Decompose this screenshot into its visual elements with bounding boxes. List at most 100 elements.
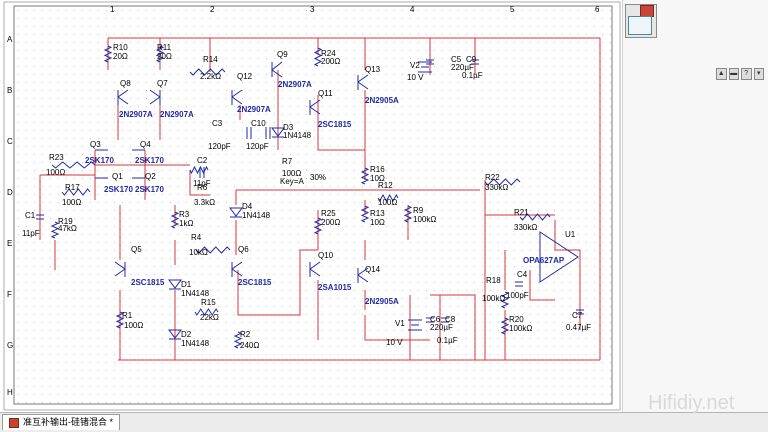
component-ref: C10 xyxy=(251,119,266,128)
border-letter: D xyxy=(7,188,13,197)
monitor-icon[interactable] xyxy=(628,16,652,35)
component-value: 100kΩ xyxy=(509,324,532,333)
watermark: Hifidiy.net xyxy=(648,392,735,414)
component-ref: R17 xyxy=(65,183,80,192)
component-value: 2N2907A xyxy=(119,110,153,119)
component-value: 2N2905A xyxy=(365,96,399,105)
resistor-symbols xyxy=(50,45,551,349)
component-ref: Q6 xyxy=(238,245,249,254)
component-ref: R4 xyxy=(191,233,202,242)
component-value: 2N2907A xyxy=(160,110,194,119)
component-value: 20Ω xyxy=(113,52,128,61)
right-side-panel xyxy=(622,0,768,412)
component-ref: Q3 xyxy=(90,140,101,149)
component-ref: C1 xyxy=(25,211,36,220)
component-value: 0.47µF xyxy=(566,323,591,332)
component-value: 2SK170 xyxy=(135,156,164,165)
component-ref: R15 xyxy=(201,298,216,307)
component-value: 2N2905A xyxy=(365,297,399,306)
resistor-symbol xyxy=(403,205,413,223)
resistor-symbol xyxy=(360,205,370,223)
component-ref: R21 xyxy=(514,208,529,217)
component-ref: R11 xyxy=(157,43,172,52)
component-ref: Q1 xyxy=(112,172,123,181)
component-value: 2SA1015 xyxy=(318,283,352,292)
component-ref: R7 xyxy=(282,157,293,166)
diode-d1 xyxy=(168,279,182,290)
component-value: 10Ω xyxy=(370,174,385,183)
component-ref: D2 xyxy=(181,330,192,339)
component-ref: C7 xyxy=(572,311,583,320)
transistor-q9 xyxy=(271,61,283,78)
pdf-icon[interactable]: ▲ xyxy=(716,68,727,80)
component-value: 2SK170 xyxy=(135,185,164,194)
component-value: 2SC1815 xyxy=(318,120,352,129)
component-ref: Q8 xyxy=(120,79,131,88)
component-ref: Q10 xyxy=(318,251,334,260)
resistor-symbol xyxy=(51,161,96,169)
component-value: 1N4148 xyxy=(283,131,312,140)
component-value: 120pF xyxy=(208,142,231,151)
component-value: 10 V xyxy=(386,338,403,347)
component-ref: Q11 xyxy=(318,89,333,98)
transistor-q8 xyxy=(117,89,129,105)
component-value: OPA627AP xyxy=(523,256,565,265)
component-value: 100Ω xyxy=(62,198,81,207)
diode-d2 xyxy=(168,329,182,340)
component-value: 1N4148 xyxy=(242,211,271,220)
component-ref: R18 xyxy=(486,276,501,285)
component-value: 2.2kΩ xyxy=(200,72,221,81)
component-ref: Q9 xyxy=(277,50,288,59)
resistor-symbol xyxy=(500,317,510,335)
transistor-q13 xyxy=(357,74,369,90)
component-ref: Q5 xyxy=(131,245,142,254)
tab-label: 准互补输出-硅锗混合 * xyxy=(23,417,114,427)
component-ref: V1 xyxy=(395,319,405,328)
component-ref: C2 xyxy=(197,156,208,165)
component-value: 1N4148 xyxy=(181,339,210,348)
resistor-symbol xyxy=(233,331,243,349)
battery-v1 xyxy=(408,319,422,331)
component-value: 20Ω xyxy=(157,52,172,61)
component-ref: R20 xyxy=(509,315,524,324)
component-ref: D3 xyxy=(283,123,294,132)
pot-setting: 30% xyxy=(310,173,326,182)
border-letter: G xyxy=(7,341,13,350)
component-value: 10kΩ xyxy=(189,248,208,257)
cap-c7 xyxy=(576,309,584,315)
tab-schematic[interactable]: 准互补输出-硅锗混合 * xyxy=(2,414,121,430)
resistor-symbol xyxy=(170,211,180,229)
border-letter: F xyxy=(7,290,12,299)
opamp-u1 xyxy=(539,231,579,283)
component-ref: R1 xyxy=(122,311,133,320)
border-letter: E xyxy=(7,239,12,248)
component-ref: R10 xyxy=(113,43,128,52)
resistor-symbol xyxy=(103,45,113,63)
component-ref: Q12 xyxy=(237,72,253,81)
resistor-symbol xyxy=(50,221,60,239)
border-letter: C xyxy=(7,137,13,146)
component-value: 2SC1815 xyxy=(131,278,165,287)
component-ref: Q13 xyxy=(365,65,381,74)
component-ref: R16 xyxy=(370,165,385,174)
resistor-symbol xyxy=(484,178,521,186)
border-number: 4 xyxy=(410,5,415,14)
chevron-down-icon[interactable]: ▾ xyxy=(753,68,764,80)
component-value: 11pF xyxy=(22,229,40,238)
component-value: 100Ω xyxy=(124,321,143,330)
resistor-symbol xyxy=(500,291,510,309)
cap-c3-c10 xyxy=(246,127,271,139)
diode-d4 xyxy=(229,207,243,218)
component-ref: R3 xyxy=(179,210,190,219)
export-icon[interactable]: ▬ xyxy=(728,68,739,80)
component-ref: R19 xyxy=(58,217,73,226)
component-value: 3.3kΩ xyxy=(194,198,215,207)
component-ref: U1 xyxy=(565,230,576,239)
resistor-symbol xyxy=(155,45,165,63)
border-column-labels: 1 2 3 4 5 6 xyxy=(110,5,600,14)
border-number: 5 xyxy=(510,5,515,14)
component-value: 200Ω xyxy=(321,57,340,66)
resistor-symbol xyxy=(313,47,323,67)
help-icon[interactable]: ? xyxy=(741,68,752,80)
